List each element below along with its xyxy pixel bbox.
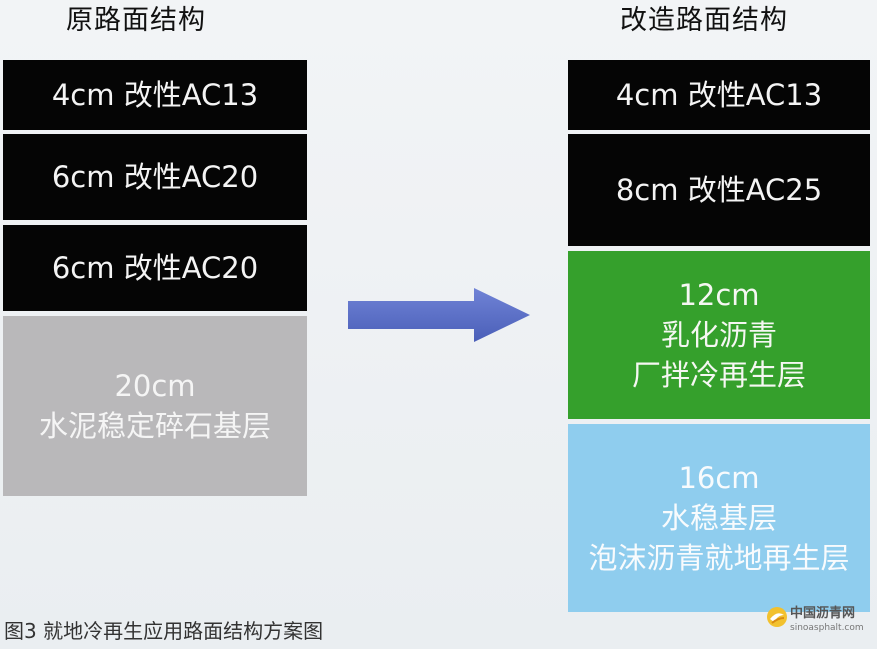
modified-layer-2: 8cm 改性AC25 (568, 134, 870, 246)
layer-material: 水稳基层 (660, 501, 777, 535)
watermark-logo: 中国沥青网 sinoasphalt.com (766, 604, 874, 644)
original-structure-title: 原路面结构 (66, 5, 206, 36)
original-layer-1: 4cm 改性AC13 (3, 60, 307, 130)
layer-process: 泡沫沥青就地再生层 (588, 541, 850, 575)
layer-thickness: 16cm (678, 461, 760, 495)
modified-layer-3: 12cm 乳化沥青 厂拌冷再生层 (568, 251, 870, 419)
layer-material: 乳化沥青 (660, 318, 777, 352)
modified-layer-1: 4cm 改性AC13 (568, 60, 870, 130)
original-layer-4: 20cm 水泥稳定碎石基层 (3, 316, 307, 496)
layer-label: 4cm 改性AC13 (51, 78, 259, 112)
layer-thickness: 12cm (678, 278, 760, 312)
layer-label: 8cm 改性AC25 (615, 173, 823, 207)
original-layer-2: 6cm 改性AC20 (3, 134, 307, 220)
modified-structure-title: 改造路面结构 (620, 5, 788, 36)
layer-material: 水泥稳定碎石基层 (38, 409, 271, 443)
layer-label: 6cm 改性AC20 (51, 251, 259, 285)
modified-layer-4: 16cm 水稳基层 泡沫沥青就地再生层 (568, 424, 870, 612)
layer-label: 6cm 改性AC20 (51, 160, 259, 194)
layer-thickness: 20cm (114, 369, 196, 403)
watermark-name: 中国沥青网 (790, 606, 856, 621)
asphalt-logo-icon (767, 607, 787, 627)
right-arrow-icon (348, 288, 530, 342)
layer-label: 4cm 改性AC13 (615, 78, 823, 112)
original-layer-3: 6cm 改性AC20 (3, 225, 307, 311)
layer-process: 厂拌冷再生层 (631, 358, 806, 392)
figure-caption: 图3 就地冷再生应用路面结构方案图 (4, 619, 324, 643)
watermark-url: sinoasphalt.com (790, 623, 864, 633)
